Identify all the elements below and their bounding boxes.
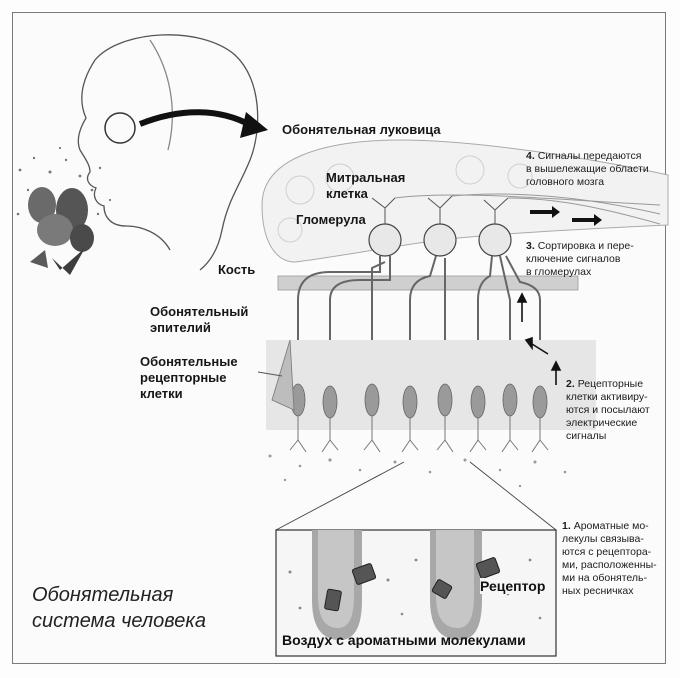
olfactory-bulb-label: Обонятельная луковица xyxy=(282,122,441,138)
epithelium-label: Обонятельный эпителий xyxy=(150,304,248,336)
mucus-particles xyxy=(269,455,567,488)
receptor-cells-label: Обонятельные рецепторные клетки xyxy=(140,354,238,402)
glomerulus-label: Гломерула xyxy=(296,212,366,228)
head-illustration xyxy=(78,35,257,270)
flower-illustration xyxy=(28,187,94,275)
curved-arrow-icon xyxy=(140,112,268,138)
bone-label: Кость xyxy=(218,262,255,278)
zoom-lines xyxy=(276,462,556,530)
step-3-note: 3. Сортировка и пере- ключение сигналов … xyxy=(526,240,634,279)
figure-caption: Обонятельная система человека xyxy=(32,582,206,634)
mitral-cell-label: Митральная клетка xyxy=(326,170,405,202)
step-1-note: 1. Ароматные мо- лекулы связыва- ются с … xyxy=(562,520,657,598)
step-2-note: 2. Рецепторные клетки активиру- ются и п… xyxy=(566,378,650,443)
air-label: Воздух с ароматными молекулами xyxy=(282,632,526,648)
step-4-note: 4. Сигналы передаются в вышележащие обла… xyxy=(526,150,649,189)
glomeruli xyxy=(369,224,511,256)
receptor-label: Рецептор xyxy=(480,578,545,594)
